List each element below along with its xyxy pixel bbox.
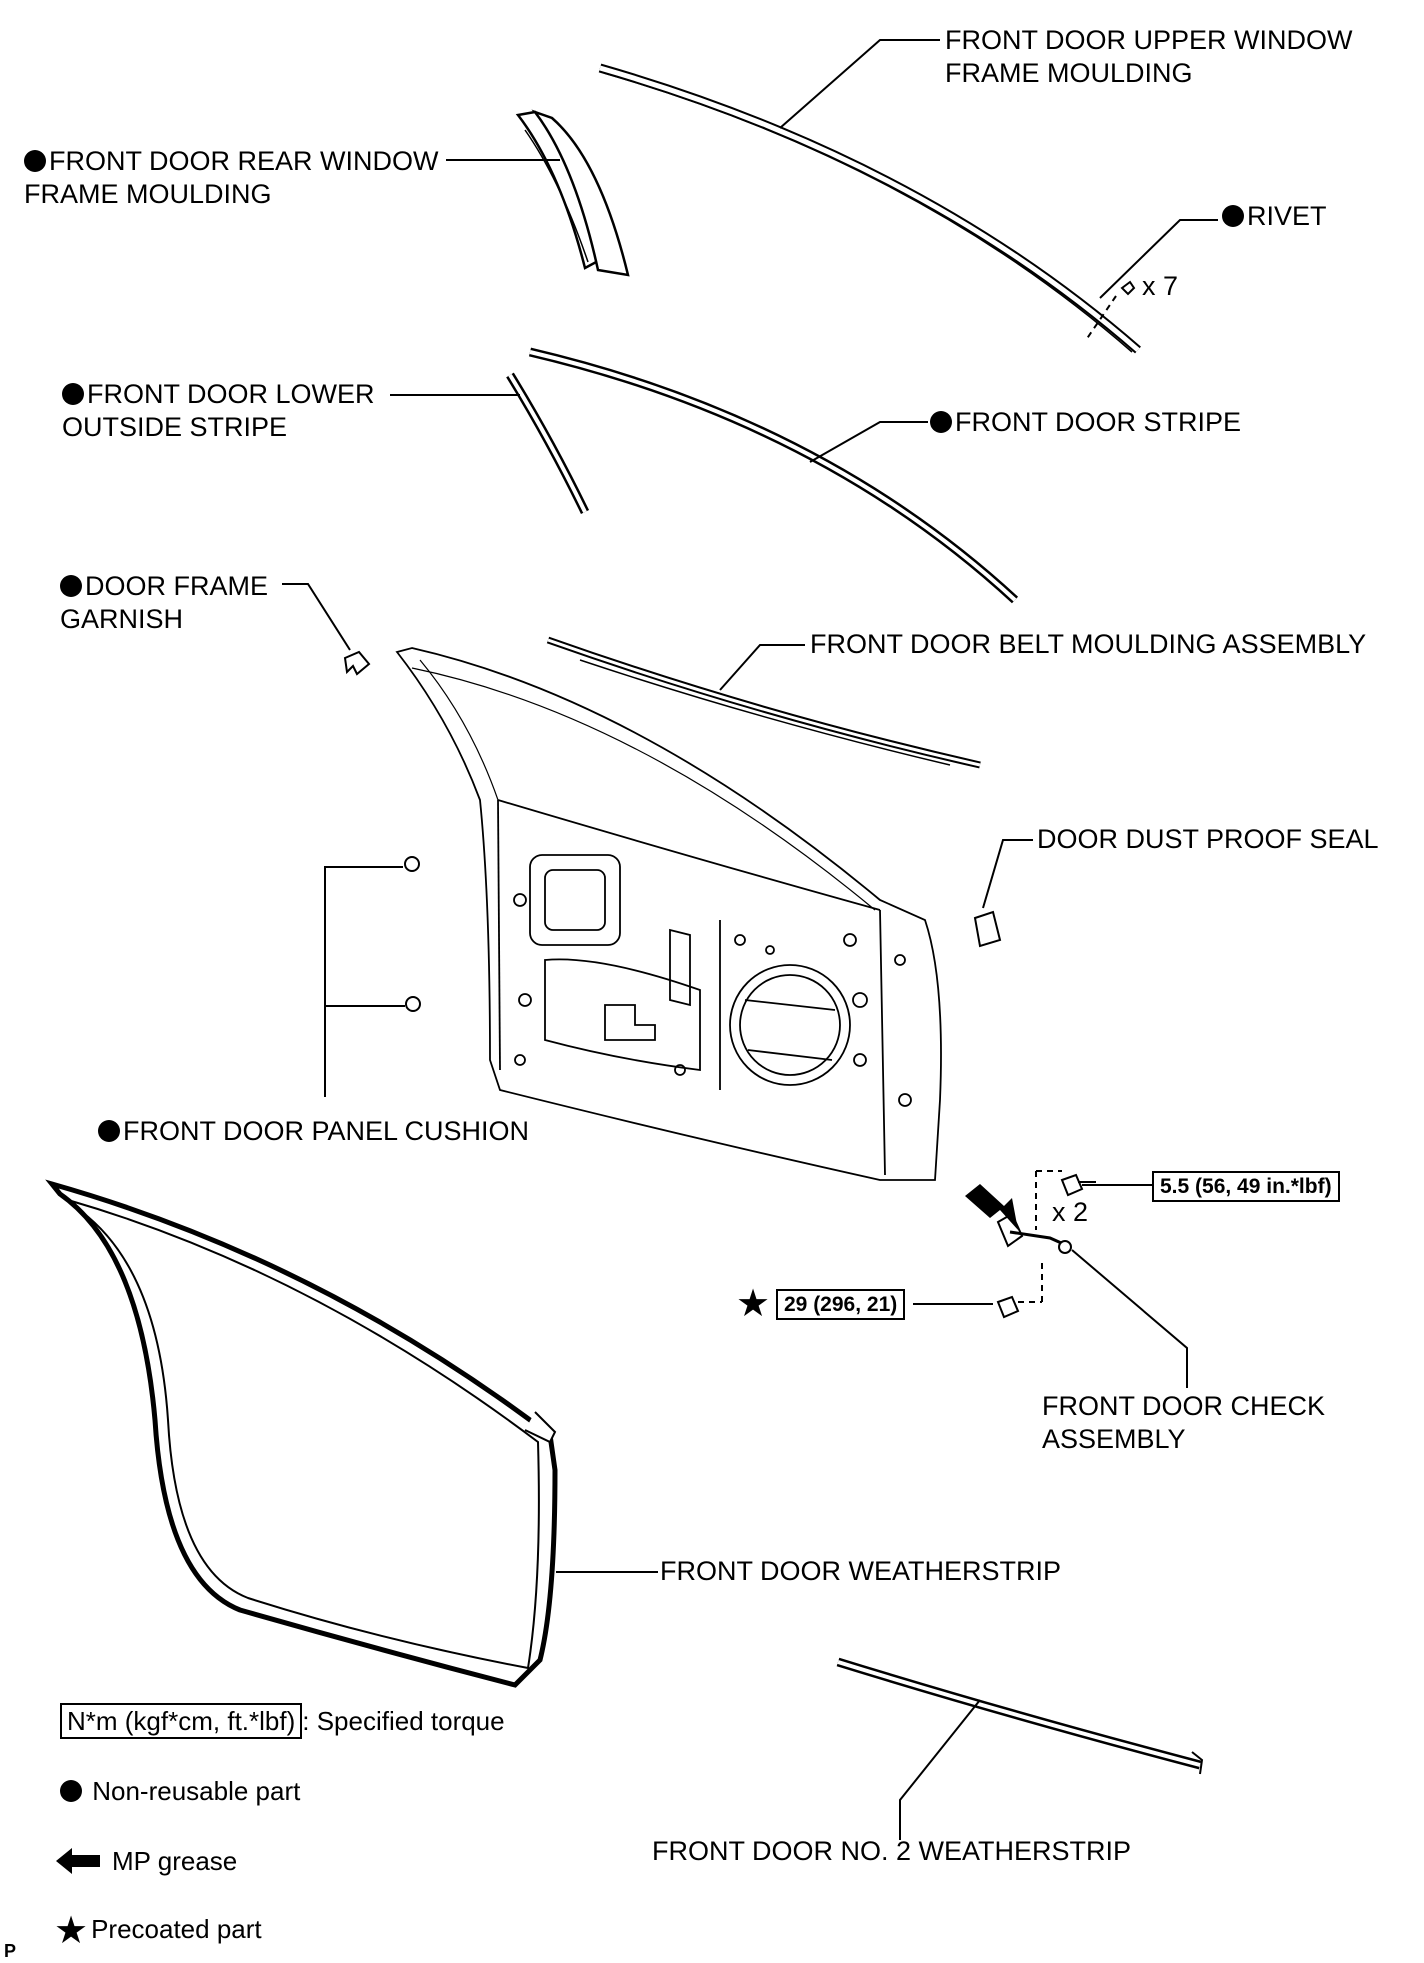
star-icon: ★	[54, 1910, 89, 1952]
left-arrow-icon	[56, 1848, 100, 1874]
legend-torque-desc: : Specified torque	[302, 1706, 505, 1736]
leader-lines	[282, 39, 1218, 1840]
non-reusable-icon	[1222, 205, 1244, 227]
filled-circle-icon	[60, 1780, 82, 1802]
label-upper-window-frame-moulding: FRONT DOOR UPPER WINDOW FRAME MOULDING	[945, 25, 1353, 88]
non-reusable-icon	[24, 150, 46, 172]
label-weatherstrip: FRONT DOOR WEATHERSTRIP	[660, 1556, 1062, 1586]
label-rivet-qty: x 7	[1142, 271, 1179, 301]
front-door-weatherstrip	[45, 1179, 558, 1688]
label-door-frame-garnish: DOOR FRAME GARNISH	[60, 571, 269, 634]
legend-torque: N*m (kgf*cm, ft.*lbf): Specified torque	[60, 1703, 505, 1739]
legend-mp-grease: MP grease	[56, 1845, 237, 1877]
non-reusable-icon	[62, 383, 84, 405]
label-dust-proof-seal: DOOR DUST PROOF SEAL	[1037, 824, 1379, 854]
torque-check-bolt: 5.5 (56, 49 in.*lbf)	[1152, 1171, 1340, 1202]
label-bolt-qty: x 2	[1052, 1197, 1089, 1227]
rear-window-frame-moulding	[515, 109, 630, 277]
non-reusable-icon	[98, 1120, 120, 1142]
lower-outside-stripe	[506, 372, 590, 514]
label-rear-window-frame-moulding: FRONT DOOR REAR WINDOW FRAME MOULDING	[24, 146, 439, 209]
belt-moulding-assembly	[546, 636, 981, 769]
door-frame-garnish-part	[343, 650, 371, 676]
label-no2-weatherstrip: FRONT DOOR NO. 2 WEATHERSTRIP	[652, 1836, 1132, 1866]
legend-non-reusable: Non-reusable part	[60, 1775, 300, 1807]
rivet	[1085, 280, 1136, 341]
door-panel	[395, 647, 942, 1181]
legend-precoated: ★Precoated part	[54, 1910, 262, 1952]
label-rivet: RIVET	[1222, 200, 1327, 233]
label-lower-outside-stripe: FRONT DOOR LOWER OUTSIDE STRIPE	[62, 379, 375, 442]
label-check-assembly: FRONT DOOR CHECK ASSEMBLY	[1042, 1391, 1326, 1454]
torque-check-nut: 29 (296, 21)	[776, 1289, 906, 1320]
non-reusable-icon	[60, 575, 82, 597]
label-panel-cushion: FRONT DOOR PANEL CUSHION	[98, 1115, 529, 1148]
legend-torque-box: N*m (kgf*cm, ft.*lbf)	[60, 1703, 303, 1739]
corner-mark: P	[4, 1941, 17, 1961]
dust-proof-seal-part	[973, 910, 1002, 948]
door-check-assembly	[965, 1170, 1096, 1319]
label-belt-moulding-assembly: FRONT DOOR BELT MOULDING ASSEMBLY	[810, 629, 1367, 659]
precoated-star-icon: ★	[736, 1283, 771, 1325]
front-door-stripe	[528, 347, 1019, 604]
label-front-door-stripe: FRONT DOOR STRIPE	[930, 406, 1241, 439]
panel-cushions	[404, 856, 421, 1012]
no2-weatherstrip	[836, 1657, 1204, 1775]
upper-window-frame-moulding	[598, 63, 1141, 354]
non-reusable-icon	[930, 411, 952, 433]
